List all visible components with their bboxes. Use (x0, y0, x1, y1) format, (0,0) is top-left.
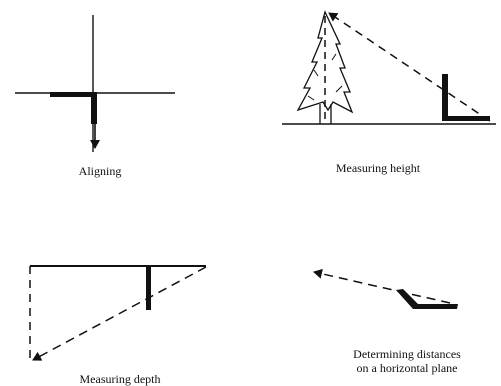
caption-determining-distances: Determining distances on a horizontal pl… (322, 347, 492, 375)
carpenter-square (396, 289, 458, 309)
caption-distances-line-1: Determining distances (353, 347, 461, 361)
sight-line-to-bottom (32, 266, 207, 361)
caption-aligning: Aligning (78, 164, 122, 178)
caption-measuring-height: Measuring height (335, 161, 421, 175)
aligning-figure (15, 15, 175, 152)
caption-distances-line-2: on a horizontal plane (356, 361, 458, 375)
measuring-depth-figure (29, 265, 207, 361)
carpenter-square (146, 266, 151, 310)
carpenter-square (50, 92, 97, 124)
tree-icon (296, 10, 354, 124)
carpenter-square (442, 74, 490, 121)
sight-line-horizontal (313, 268, 451, 304)
measuring-height-figure (282, 10, 496, 125)
caption-measuring-depth: Measuring depth (79, 372, 161, 386)
horizontal-distance-figure (313, 268, 458, 309)
sight-line-to-treetop (328, 12, 491, 122)
